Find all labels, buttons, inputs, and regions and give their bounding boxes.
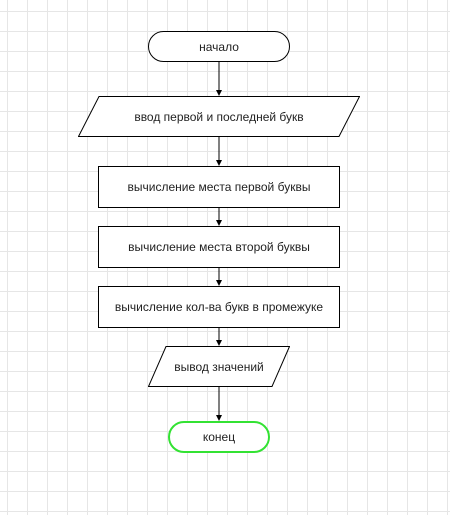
- calc-first-label: вычисление места первой буквы: [127, 180, 311, 194]
- input-parallelogram[interactable]: ввод первой и последней букв: [78, 96, 360, 137]
- start-label: начало: [199, 39, 239, 54]
- input-label: ввод первой и последней букв: [134, 109, 304, 124]
- output-label: вывод значений: [174, 359, 264, 374]
- end-label: конец: [202, 430, 236, 444]
- output-parallelogram[interactable]: вывод значений: [148, 346, 290, 387]
- parallelogram-shape: [78, 96, 360, 137]
- calc-second-letter-process[interactable]: вычисление места второй буквы: [98, 226, 340, 268]
- start-terminal[interactable]: начало: [148, 31, 290, 62]
- parallelogram-shape: [148, 346, 290, 387]
- end-terminal[interactable]: конец: [168, 421, 270, 453]
- calc-first-letter-process[interactable]: вычисление места первой буквы: [98, 166, 340, 208]
- calc-letter-count-process[interactable]: вычисление кол-ва букв в промежуке: [98, 286, 340, 328]
- calc-second-label: вычисление места второй буквы: [128, 240, 310, 254]
- calc-count-label: вычисление кол-ва букв в промежуке: [114, 300, 324, 314]
